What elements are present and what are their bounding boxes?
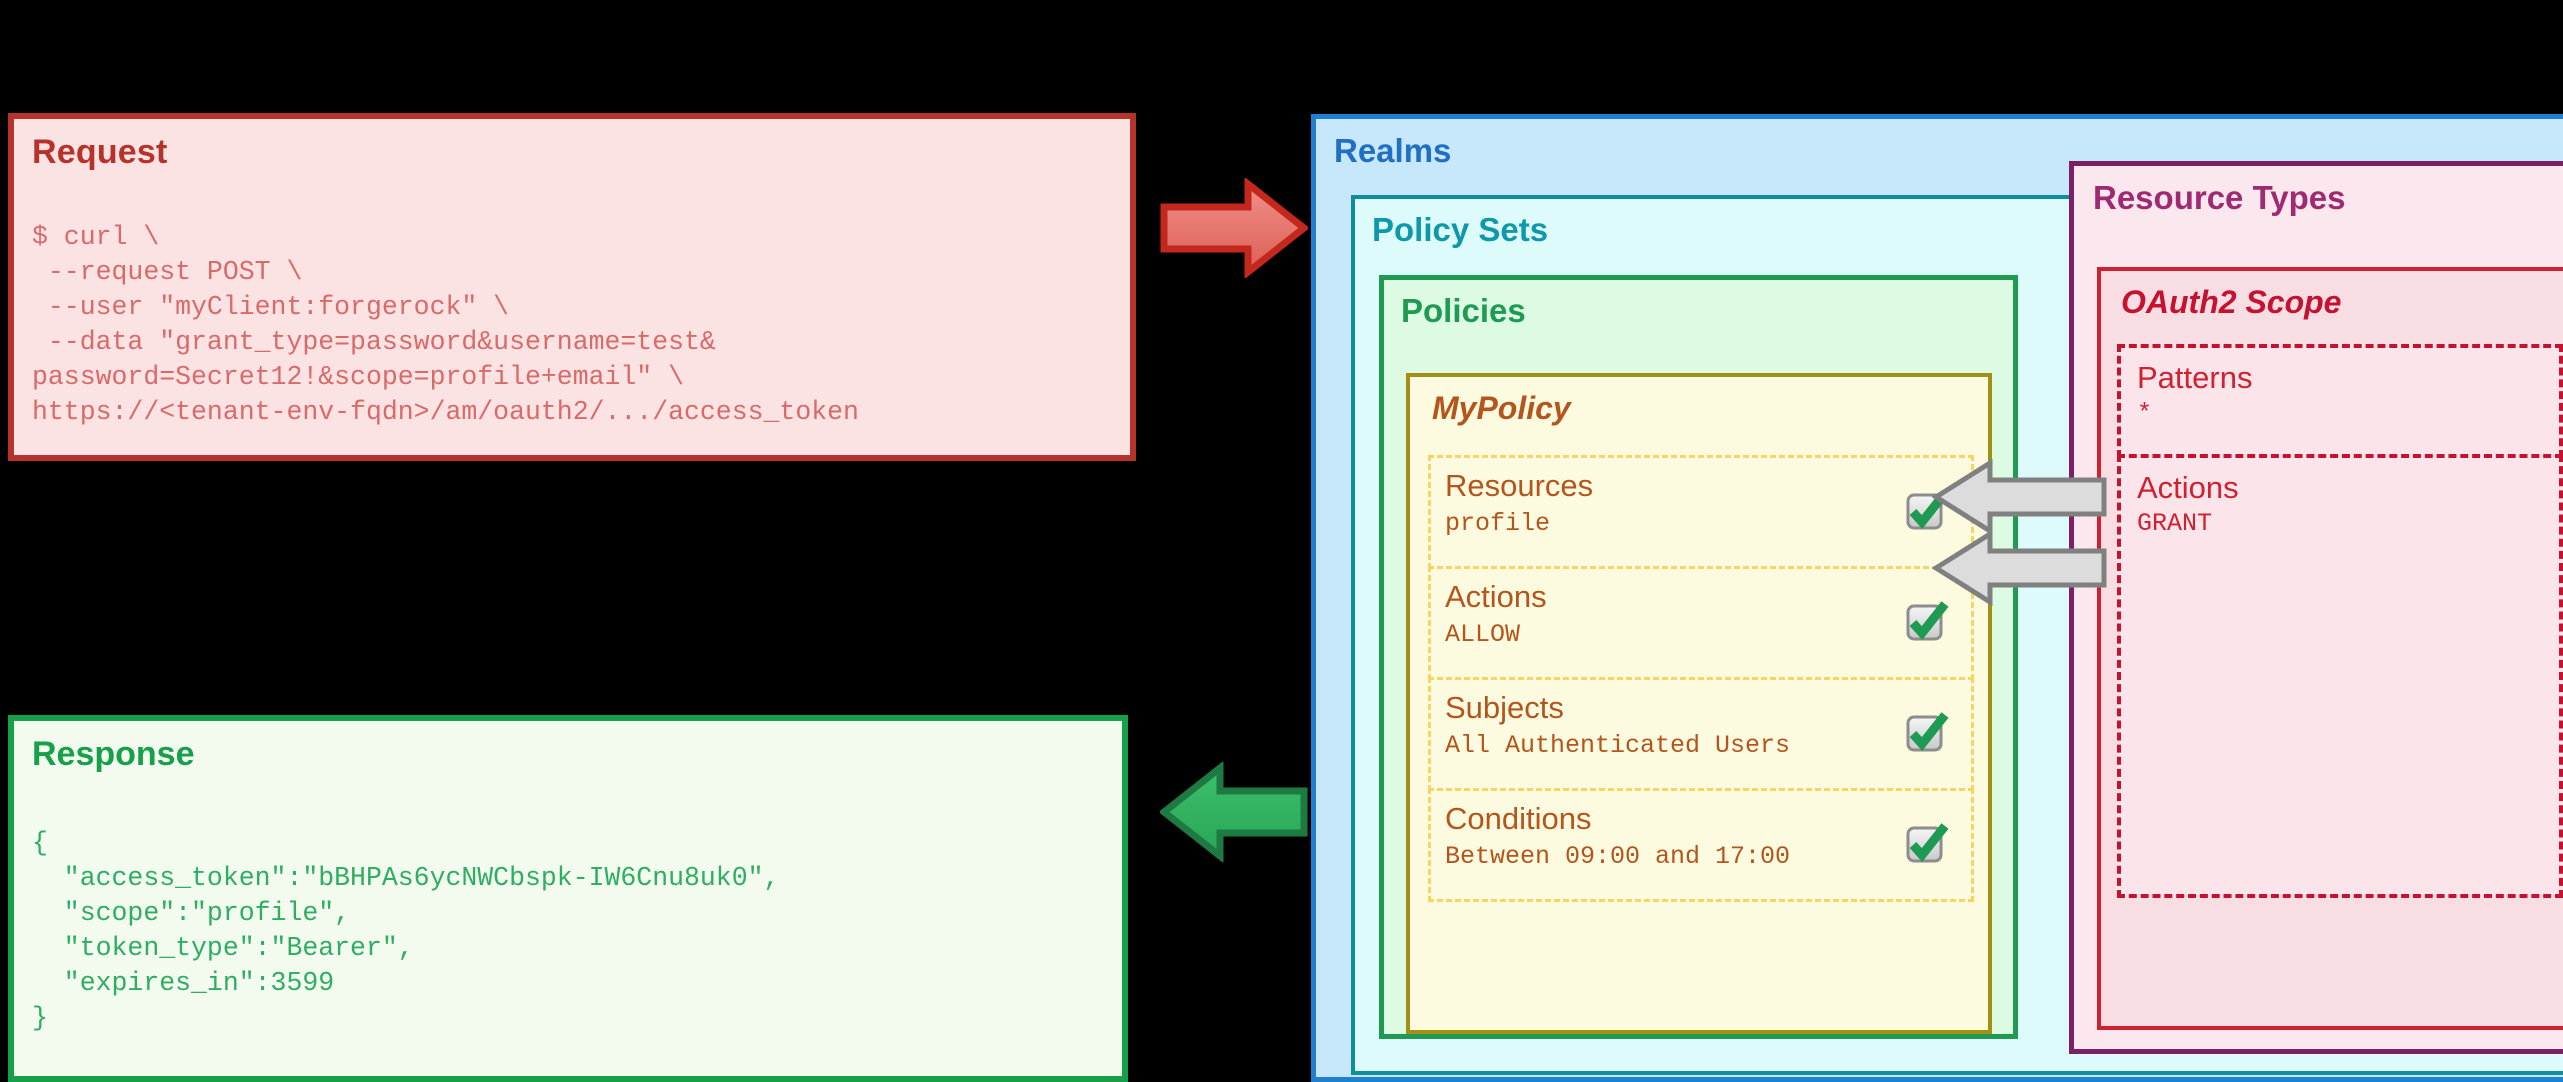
policy-row-label: Actions <box>1445 579 1547 614</box>
resource-type-row-value: * <box>2137 399 2153 428</box>
policy-row-conditions[interactable]: Conditions Between 09:00 and 17:00 <box>1428 788 1974 902</box>
policies-title: Policies <box>1401 292 1526 329</box>
right-arrow-icon <box>1160 178 1308 278</box>
resource-type-row-value: GRANT <box>2137 509 2213 538</box>
policy-row-resources[interactable]: Resources profile <box>1428 455 1974 569</box>
left-arrow-icon <box>1160 762 1308 862</box>
response-title: Response <box>32 735 195 773</box>
resource-type-row-label: Patterns <box>2137 360 2253 395</box>
checkbox-checked-icon[interactable] <box>1905 712 1949 756</box>
resources-to-patterns-arrow-icon <box>1932 459 2107 535</box>
checkbox-checked-icon[interactable] <box>1905 601 1949 645</box>
policy-row-value: All Authenticated Users <box>1445 731 1791 760</box>
checkbox-checked-icon[interactable] <box>1905 490 1949 534</box>
policy-row-value: ALLOW <box>1445 620 1521 649</box>
policy-row-subjects[interactable]: Subjects All Authenticated Users <box>1428 677 1974 791</box>
resource-type-row-patterns[interactable]: Patterns * <box>2117 344 2563 458</box>
policy-sets-title: Policy Sets <box>1372 211 1549 248</box>
resource-types-title: Resource Types <box>2093 179 2346 216</box>
request-panel: Request $ curl \ --request POST \ --user… <box>8 113 1136 461</box>
request-title: Request <box>32 133 168 171</box>
policy-row-value: profile <box>1445 509 1551 538</box>
policy-row-actions[interactable]: Actions ALLOW <box>1428 566 1974 680</box>
request-code-block: $ curl \ --request POST \ --user "myClie… <box>32 221 859 427</box>
actions-to-actions-arrow-icon <box>1932 530 2107 606</box>
my-policy-title: MyPolicy <box>1432 390 1571 426</box>
resource-type-row-label: Actions <box>2137 470 2239 505</box>
checkbox-checked-icon[interactable] <box>1905 823 1949 867</box>
policy-attribute-list: Resources profile Actions ALLOW <box>1428 455 1974 902</box>
oauth2-scope-title: OAuth2 Scope <box>2121 284 2342 320</box>
resource-type-attribute-list: Patterns * Actions GRANT <box>2117 344 2563 898</box>
realms-title: Realms <box>1334 132 1452 169</box>
response-panel: Response { "access_token":"bBHPAs6ycNWCb… <box>8 715 1128 1082</box>
my-policy-card: MyPolicy Resources profile Actions ALLOW <box>1406 373 1992 1034</box>
policy-row-value: Between 09:00 and 17:00 <box>1445 842 1791 871</box>
resource-type-row-actions[interactable]: Actions GRANT <box>2117 454 2563 898</box>
policy-row-label: Subjects <box>1445 690 1564 725</box>
oauth2-scope-card: OAuth2 Scope Patterns * Actions GRANT <box>2097 267 2563 1030</box>
policy-row-label: Conditions <box>1445 801 1592 836</box>
policy-row-label: Resources <box>1445 468 1594 503</box>
response-code-block: { "access_token":"bBHPAs6ycNWCbspk-IW6Cn… <box>32 827 780 1033</box>
